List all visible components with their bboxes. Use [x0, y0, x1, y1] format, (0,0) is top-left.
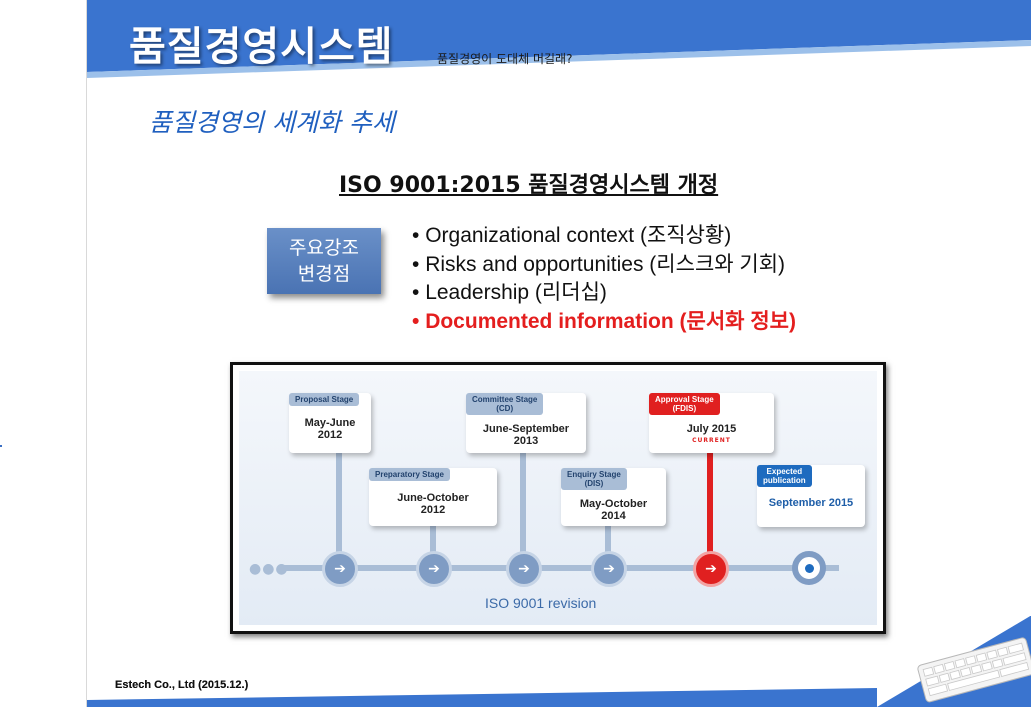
stage-card-preparatory: Preparatory Stage June-October 2012: [369, 468, 497, 526]
side-dot: [0, 445, 2, 447]
current-arrow-icon: ➔: [693, 551, 729, 587]
stage-stem: [336, 451, 342, 563]
stage-card-publication: Expected publication September 2015: [757, 465, 865, 527]
page-subtitle: 품질경영이 도대체 머길래?: [437, 52, 573, 66]
page-title: 품질경영시스템: [129, 24, 394, 70]
header-band: [87, 0, 1031, 78]
stage-date: May-June: [304, 417, 356, 429]
stage-tab-line: Approval Stage: [655, 395, 714, 404]
stage-year: 2014: [601, 510, 626, 522]
current-status: CURRENT: [692, 437, 731, 444]
stage-year: 2012: [420, 504, 446, 516]
arrow-icon: ➔: [506, 551, 542, 587]
stage-stem: [605, 521, 611, 563]
stage-tab-line: (FDIS): [672, 404, 697, 413]
stage-stem: [520, 451, 526, 563]
arrow-icon: ➔: [416, 551, 452, 587]
section-title: 품질경영의 세계화 추세: [149, 108, 395, 137]
stage-date: July 2015: [686, 423, 737, 435]
stage-card-committee: Committee Stage (CD) June-September 2013: [466, 393, 586, 453]
list-item: Leadership (리더십): [412, 276, 796, 305]
stage-tab: Preparatory Stage: [369, 468, 450, 481]
stage-date: June-October: [397, 492, 469, 504]
stage-date: September 2015: [768, 497, 854, 509]
badge-line-1: 주요강조: [289, 237, 359, 259]
stage-year: 2013: [513, 435, 539, 447]
badge-line-2: 변경점: [297, 263, 351, 285]
emphasis-badge: 주요강조 변경점: [267, 228, 381, 294]
stage-tab-line: (CD): [496, 404, 514, 413]
stage-date: June-September: [482, 423, 570, 435]
stage-stem: [430, 521, 436, 563]
stage-card-approval: Approval Stage (FDIS) July 2015 CURRENT: [649, 393, 774, 453]
stage-tab-line: Expected: [766, 467, 803, 476]
stage-tab: Proposal Stage: [289, 393, 360, 406]
stage-tab-line: (DIS): [584, 479, 604, 488]
track-ellipsis: ●●●: [249, 561, 289, 577]
list-item: Risks and opportunities (리스크와 기회): [412, 248, 796, 277]
arrow-icon: ➔: [591, 551, 627, 587]
keyboard-icon: [877, 616, 1031, 707]
iso-heading: ISO 9001:2015 품질경영시스템 개정: [339, 173, 719, 198]
list-item: Organizational context (조직상황): [412, 219, 796, 248]
timeline-image: Proposal Stage May-June 2012 Preparatory…: [230, 362, 886, 634]
revision-label: ISO 9001 revision: [485, 595, 597, 611]
timeline-track: [279, 565, 839, 571]
arrow-icon: ➔: [322, 551, 358, 587]
footer-text: Estech Co., Ltd (2015.12.): [115, 679, 249, 691]
footer-text-overlay: Estech Co., Ltd (2015.12.): [115, 679, 249, 691]
timeline-panel: Proposal Stage May-June 2012 Preparatory…: [239, 371, 877, 625]
footer-band: [87, 688, 877, 707]
stage-tab: Approval Stage (FDIS): [649, 393, 720, 415]
stage-tab: Enquiry Stage (DIS): [561, 468, 627, 490]
stage-tab: Expected publication: [757, 465, 812, 487]
stage-stem-current: [707, 453, 713, 563]
stage-tab-line: Committee Stage: [472, 395, 538, 404]
change-list: Organizational context (조직상황) Risks and …: [412, 219, 796, 333]
stage-year: 2012: [317, 429, 343, 441]
stage-tab-line: publication: [763, 476, 806, 485]
stage-tab-line: Enquiry Stage: [567, 470, 621, 479]
stage-card-enquiry: Enquiry Stage (DIS) May-October 2014: [561, 468, 666, 526]
stage-date: May-October: [579, 498, 648, 510]
list-item-highlighted: Documented information (문서화 정보): [412, 305, 796, 334]
target-dot-icon: [792, 551, 826, 585]
slide: 품질경영시스템 품질경영이 도대체 머길래? 품질경영의 세계화 추세 ISO …: [86, 0, 1031, 707]
stage-card-proposal: Proposal Stage May-June 2012: [289, 393, 371, 453]
stage-tab: Committee Stage (CD): [466, 393, 544, 415]
